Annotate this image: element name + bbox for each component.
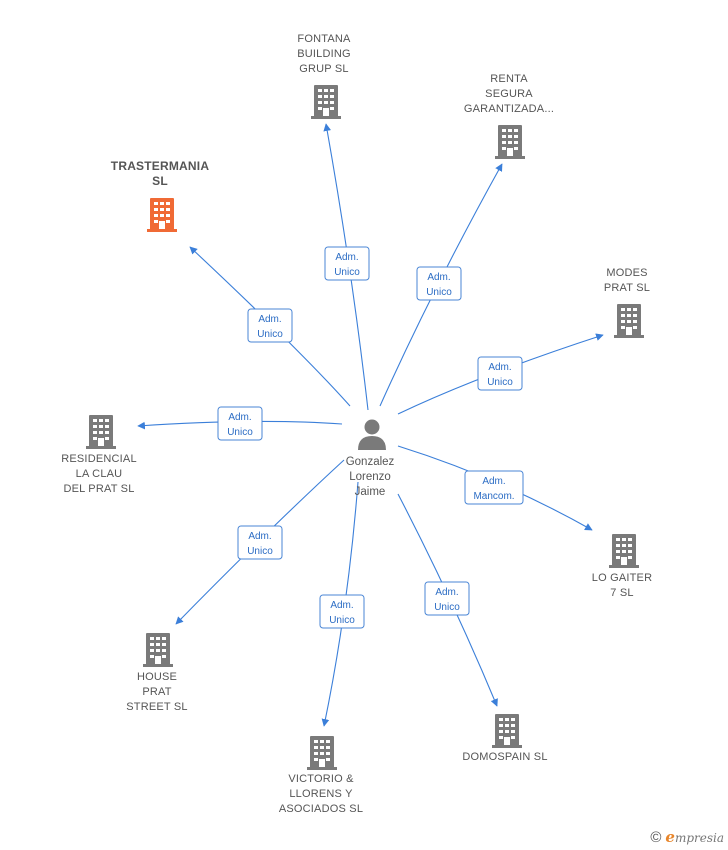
building-icon [495, 125, 525, 159]
edge-label-text: Unico [329, 615, 355, 626]
company-node-modes[interactable]: MODES PRAT SL [604, 267, 650, 338]
edge-label-residencial[interactable]: Adm. Unico [217, 406, 263, 441]
company-name-line: FONTANA [297, 33, 351, 45]
company-name-line: BUILDING [297, 48, 351, 60]
edge-label-logaiter[interactable]: Adm. Mancom. [464, 470, 524, 505]
company-node-fontana[interactable]: FONTANA BUILDING GRUP SL [297, 33, 351, 119]
edge-label-box [464, 470, 524, 505]
edge-label-text: Adm. [427, 272, 450, 283]
company-name-line: SL [152, 174, 168, 188]
edge-label-text: Adm. [258, 314, 281, 325]
company-node-renta[interactable]: RENTA SEGURA GARANTIZADA... [464, 73, 554, 159]
edge-label-box [477, 356, 523, 391]
company-name-line: STREET SL [126, 701, 188, 713]
company-name-line: TRASTERMANIA [111, 159, 210, 173]
footer-credit: © empresia [650, 828, 724, 846]
nodes-layer: FONTANA BUILDING GRUP SL RENTA SEGURA GARANTI… [61, 33, 652, 815]
company-name-line: LA CLAU [76, 468, 123, 480]
company-name-line: GRUP SL [299, 63, 349, 75]
company-name-line: DOMOSPAIN SL [462, 751, 547, 763]
edge-label-box [217, 406, 263, 441]
company-name-line: GARANTIZADA... [464, 103, 554, 115]
edge-label-text: Adm. [488, 362, 511, 373]
edge-label-trastermania[interactable]: Adm. Unico [247, 308, 293, 343]
company-node-logaiter[interactable]: LO GAITER 7 SL [592, 534, 652, 599]
edge-label-text: Adm. [248, 531, 271, 542]
person-name-line: Gonzalez [346, 456, 395, 468]
edge-label-text: Adm. [330, 600, 353, 611]
person-name-line: Jaime [355, 486, 386, 498]
edge-label-domospain[interactable]: Adm. Unico [424, 581, 470, 616]
edge-label-text: Unico [227, 427, 253, 438]
building-icon [311, 85, 341, 119]
building-icon [609, 534, 639, 568]
building-icon [614, 304, 644, 338]
company-name-line: SEGURA [485, 88, 533, 100]
edge-label-fontana[interactable]: Adm. Unico [324, 246, 370, 281]
company-name-line: MODES [606, 267, 647, 279]
edge-label-text: Unico [487, 377, 513, 388]
company-name-line: RESIDENCIAL [61, 453, 137, 465]
building-icon [86, 415, 116, 449]
company-node-domospain[interactable]: DOMOSPAIN SL [462, 714, 547, 763]
building-icon [307, 736, 337, 770]
edge-label-box [319, 594, 365, 629]
person-icon [358, 419, 386, 450]
building-icon [147, 198, 177, 232]
edge-label-text: Unico [434, 602, 460, 613]
edge-label-victorio[interactable]: Adm. Unico [319, 594, 365, 629]
edge-label-text: Mancom. [473, 491, 514, 502]
person-name-line: Lorenzo [349, 471, 391, 483]
edge-label-house[interactable]: Adm. Unico [237, 525, 283, 560]
company-name-line: ASOCIADOS SL [279, 803, 363, 815]
company-name-line: RENTA [490, 73, 528, 85]
company-name-line: LO GAITER [592, 572, 652, 584]
company-name-line: LLORENS Y [289, 788, 353, 800]
edge-label-text: Unico [247, 546, 273, 557]
edge-label-text: Adm. [335, 252, 358, 263]
company-node-residencial[interactable]: RESIDENCIAL LA CLAU DEL PRAT SL [61, 415, 137, 495]
edge-label-box [324, 246, 370, 281]
edge-label-modes[interactable]: Adm. Unico [477, 356, 523, 391]
edge-label-text: Unico [426, 287, 452, 298]
company-name-line: 7 SL [610, 587, 633, 599]
edge-label-text: Unico [257, 329, 283, 340]
edge-label-text: Adm. [228, 412, 251, 423]
company-node-house[interactable]: HOUSE PRAT STREET SL [126, 633, 188, 713]
copyright-icon: © [650, 828, 662, 846]
company-name-line: PRAT [142, 686, 171, 698]
brand-logo[interactable]: empresia [665, 828, 724, 846]
edge-label-renta[interactable]: Adm. Unico [416, 266, 462, 301]
edge-label-text: Adm. [482, 476, 505, 487]
company-name-line: VICTORIO & [288, 773, 354, 785]
building-icon [492, 714, 522, 748]
edge-label-box [237, 525, 283, 560]
company-name-line: HOUSE [137, 671, 177, 683]
company-name-line: PRAT SL [604, 282, 650, 294]
edge-label-box [247, 308, 293, 343]
edge-label-box [416, 266, 462, 301]
edge-label-text: Adm. [435, 587, 458, 598]
building-icon [143, 633, 173, 667]
edge-label-text: Unico [334, 267, 360, 278]
company-node-victorio[interactable]: VICTORIO & LLORENS Y ASOCIADOS SL [279, 736, 363, 815]
company-name-line: DEL PRAT SL [63, 483, 134, 495]
edge-label-box [424, 581, 470, 616]
